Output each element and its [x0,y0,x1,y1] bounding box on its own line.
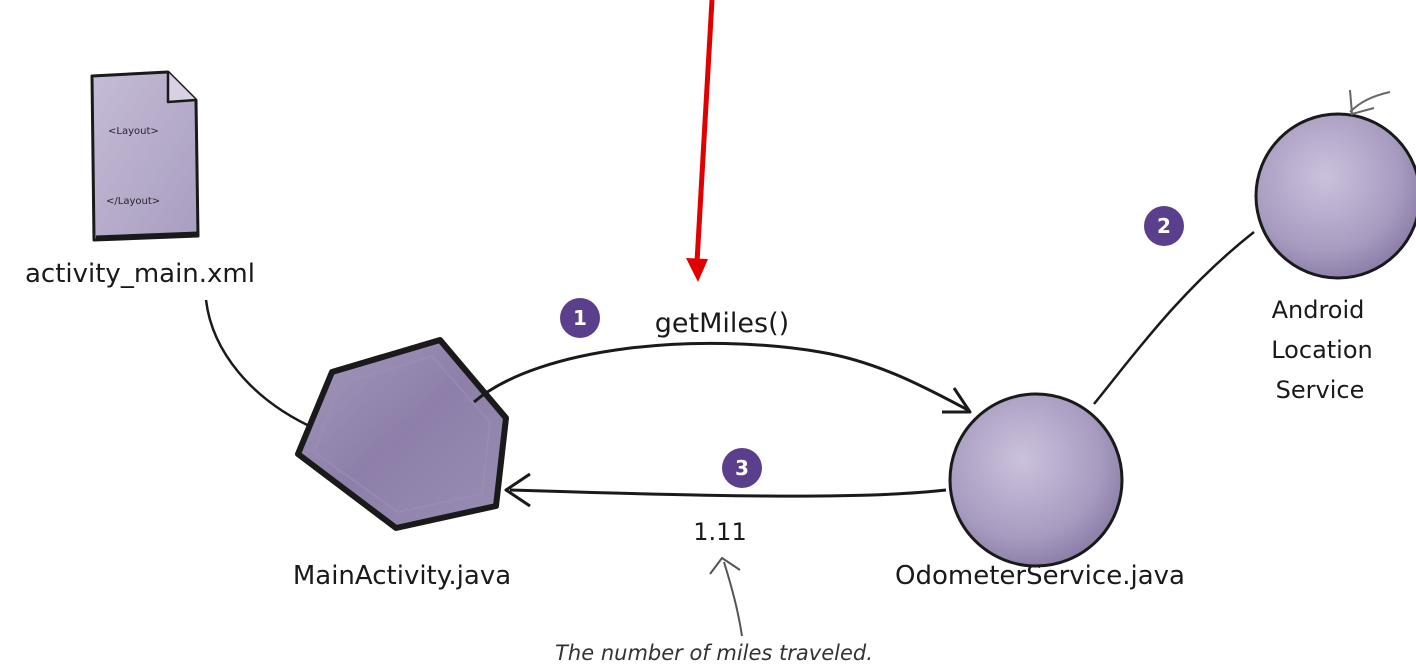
layout-connector [204,299,319,432]
location-service-tick-arrow [1349,89,1391,116]
red-pointer-arrow [686,0,715,282]
layout-file-label: activity_main.xml [25,259,255,289]
main-activity-label: MainActivity.java [293,561,511,591]
svg-text:1: 1 [573,306,587,330]
layout-open-tag: <Layout> [108,126,159,137]
odometer-service-label: OdometerService.java [895,561,1185,591]
location-service-label-line-3: Service [1276,376,1365,404]
get-miles-label: getMiles() [655,308,789,339]
location-service-label-line-2: Location [1271,336,1373,364]
location-service-label-line-1: Android [1272,296,1365,324]
odometer-service-sphere [948,392,1124,568]
step-2-badge: 2 [1144,206,1184,246]
location-service-sphere [1254,112,1416,280]
layout-close-tag: </Layout> [106,196,160,207]
layout-file-icon: <Layout> </Layout> [90,70,200,242]
svg-text:3: 3 [735,456,749,480]
step-1-badge: 1 [560,298,600,338]
get-miles-arrow [473,341,972,414]
return-miles-arrow [504,472,947,508]
step-3-badge: 3 [722,448,762,488]
annotation-text: The number of miles traveled. [555,641,873,665]
svg-text:2: 2 [1157,214,1171,238]
main-activity-hexagon [295,337,509,531]
location-connector [1093,231,1255,405]
annotation-arrow [709,556,743,637]
miles-value-label: 1.11 [693,518,746,546]
